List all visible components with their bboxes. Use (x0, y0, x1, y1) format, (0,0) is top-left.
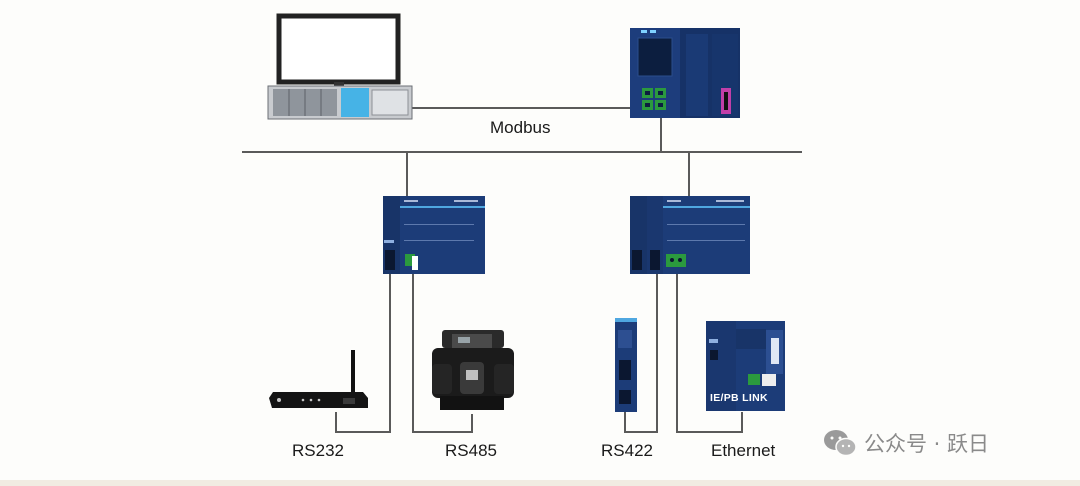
comm-module-device (615, 318, 637, 412)
connection-lines (242, 107, 802, 433)
rs485-label: RS485 (445, 441, 497, 460)
watermark: 公众号 · 跃日 (822, 428, 989, 458)
rs232-wire (335, 270, 391, 433)
hmi-monitor (276, 13, 401, 88)
plc-station-2 (630, 196, 750, 274)
cpu-controller (630, 28, 740, 118)
ie-pb-link-device (706, 321, 785, 411)
wechat-icon (824, 430, 857, 457)
rs232-label: RS232 (292, 441, 344, 460)
ie-pb-link-label: IE/PB LINK (710, 392, 768, 404)
rack-chassis (267, 85, 413, 120)
ethernet-wire (676, 272, 743, 433)
rs485-wire (412, 270, 473, 433)
modbus-label: Modbus (490, 118, 551, 137)
drive-device (432, 330, 514, 410)
router-device (269, 350, 368, 408)
rs422-label: RS422 (601, 441, 653, 460)
ethernet-label: Ethernet (711, 441, 776, 460)
plc-station-1 (383, 196, 485, 274)
watermark-text: 公众号 · 跃日 (864, 432, 990, 456)
rs422-wire (624, 272, 658, 433)
bottom-divider (0, 480, 1080, 486)
